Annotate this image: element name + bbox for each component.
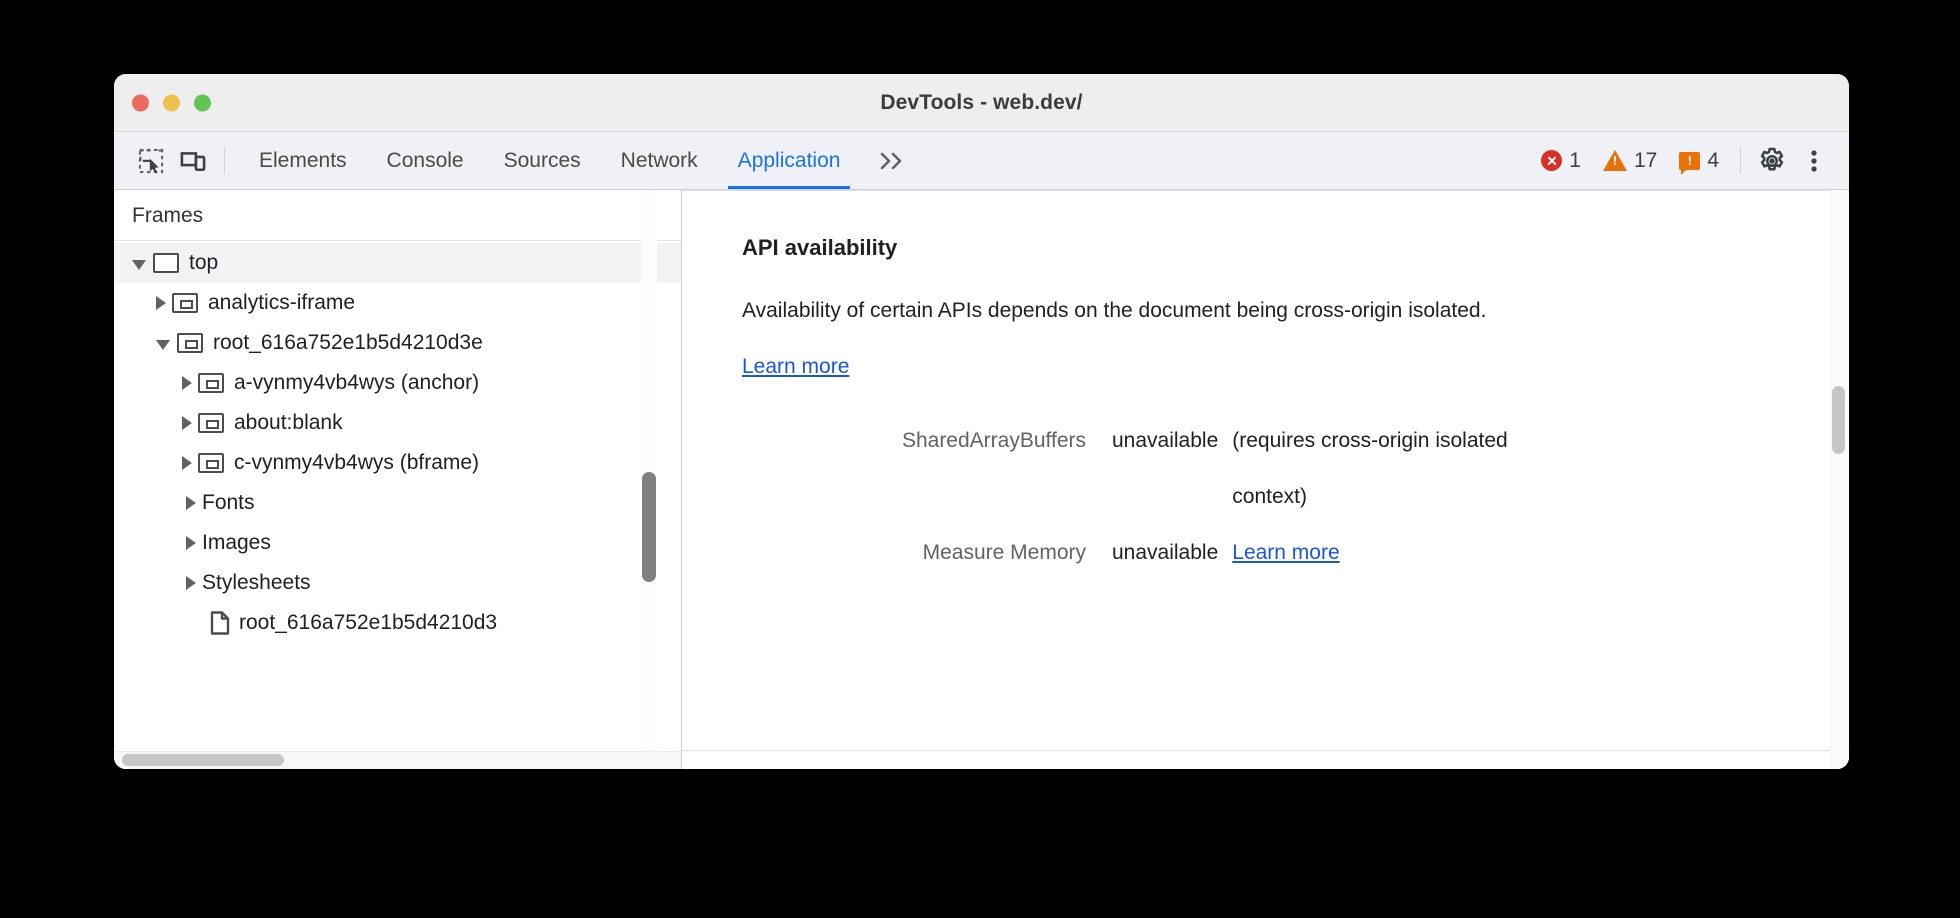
sidebar-vertical-scrollbar-thumb[interactable]: [642, 472, 656, 582]
tree-item-label: root_616a752e1b5d4210d3e: [213, 331, 483, 354]
error-count: 1: [1569, 148, 1581, 172]
warning-count: 17: [1633, 148, 1658, 172]
chevron-right-icon[interactable]: [182, 456, 192, 470]
toolbar-divider: [224, 147, 225, 174]
tree-item-bframe[interactable]: c-vynmy4vb4wys (bframe): [114, 443, 681, 483]
device-toolbar-icon[interactable]: [172, 140, 214, 182]
tab-elements[interactable]: Elements: [259, 148, 347, 172]
tab-sources[interactable]: Sources: [503, 148, 581, 172]
chevron-right-icon[interactable]: [156, 296, 166, 310]
chevron-right-icon[interactable]: [186, 576, 196, 590]
tree-item-root-document[interactable]: root_616a752e1b5d4210d3: [114, 603, 681, 643]
chevron-right-icon[interactable]: [182, 376, 192, 390]
tree-item-stylesheets[interactable]: Stylesheets: [114, 563, 681, 603]
panel-top-divider: [682, 190, 1849, 191]
tree-item-anchor-frame[interactable]: a-vynmy4vb4wys (anchor): [114, 363, 681, 403]
tree-item-about-blank[interactable]: about:blank: [114, 403, 681, 443]
section-description: Availability of certain APIs depends on …: [742, 283, 1532, 395]
row-label: SharedArrayBuffers: [901, 429, 1086, 452]
tree-item-label: Fonts: [202, 491, 255, 514]
chevron-down-icon[interactable]: [132, 259, 146, 270]
window-title: DevTools - web.dev/: [880, 90, 1083, 114]
row-note: (requires cross-origin isolated context): [1232, 429, 1508, 508]
devtools-body: Frames top analytics-iframe: [114, 190, 1849, 769]
description-tail: isolated.: [1408, 299, 1487, 322]
warning-counter[interactable]: 17: [1592, 149, 1668, 173]
row-shared-array-buffers: SharedArrayBuffers unavailable (requires…: [742, 413, 1849, 525]
error-counter[interactable]: 1: [1530, 149, 1592, 173]
frame-icon: [198, 413, 224, 433]
main-vertical-scrollbar-thumb[interactable]: [1832, 386, 1845, 454]
tree-item-label: a-vynmy4vb4wys (anchor): [234, 371, 480, 394]
sidebar-horizontal-scrollbar-thumb[interactable]: [122, 754, 284, 766]
tree-item-root-frame[interactable]: root_616a752e1b5d4210d3e: [114, 323, 681, 363]
error-icon: [1541, 150, 1563, 171]
panel-tabs: Elements Console Sources Network Applica…: [239, 132, 926, 189]
issue-count: 4: [1707, 148, 1719, 172]
zoom-window-button[interactable]: [194, 94, 211, 111]
frame-icon: [198, 453, 224, 473]
issue-icon: [1679, 151, 1701, 175]
main-vertical-scrollbar-track[interactable]: [1830, 190, 1848, 769]
cross-origin-learn-more-link[interactable]: Learn more: [742, 355, 850, 378]
frame-icon: [198, 373, 224, 393]
devtools-window: DevTools - web.dev/ Elements: [114, 74, 1849, 769]
more-tabs-icon[interactable]: [860, 132, 926, 189]
tree-item-fonts[interactable]: Fonts: [114, 483, 681, 523]
inspect-element-icon[interactable]: [130, 140, 172, 182]
api-rows: SharedArrayBuffers unavailable (requires…: [742, 413, 1849, 581]
row-measure-memory: Measure Memory unavailable Learn more: [742, 525, 1849, 581]
chevron-right-icon[interactable]: [182, 416, 192, 430]
section-title: API availability: [742, 235, 898, 260]
frame-icon: [172, 293, 198, 313]
devtools-toolbar: Elements Console Sources Network Applica…: [114, 132, 1849, 190]
row-value: unavailable: [1112, 541, 1219, 564]
tab-console[interactable]: Console: [386, 148, 464, 172]
issue-counter[interactable]: 4: [1668, 148, 1730, 175]
frames-sidebar: Frames top analytics-iframe: [114, 190, 682, 769]
minimize-window-button[interactable]: [163, 94, 180, 111]
tree-item-label: Images: [202, 531, 271, 554]
row-label: Measure Memory: [922, 541, 1086, 564]
warning-icon: [1602, 150, 1627, 171]
more-vertical-icon[interactable]: [1793, 140, 1835, 182]
tree-item-analytics-iframe[interactable]: analytics-iframe: [114, 283, 681, 323]
gear-icon[interactable]: [1751, 140, 1793, 182]
tree-item-top[interactable]: top: [114, 243, 681, 283]
chevron-right-icon[interactable]: [186, 536, 196, 550]
api-availability-section: API availability Availability of certain…: [682, 235, 1849, 581]
description-lead: Availability of certain APIs depends on …: [742, 299, 1403, 322]
tree-item-label: c-vynmy4vb4wys (bframe): [234, 451, 480, 474]
tree-item-label: analytics-iframe: [208, 291, 356, 314]
window-titlebar: DevTools - web.dev/: [114, 74, 1849, 132]
measure-memory-learn-more-link[interactable]: Learn more: [1232, 541, 1340, 564]
tab-application[interactable]: Application: [718, 132, 861, 189]
tree-item-label: Stylesheets: [202, 571, 311, 594]
toolbar-right-group: 1 17 4: [1530, 132, 1835, 189]
panel-bottom-divider: [682, 750, 1849, 751]
frame-icon: [177, 333, 203, 353]
tree-item-label: about:blank: [234, 411, 343, 434]
tree-item-images[interactable]: Images: [114, 523, 681, 563]
chevron-right-icon[interactable]: [186, 496, 196, 510]
close-window-button[interactable]: [132, 94, 149, 111]
tree-item-label: root_616a752e1b5d4210d3: [239, 611, 498, 634]
chevron-down-icon[interactable]: [156, 339, 170, 350]
toolbar-right-divider: [1740, 147, 1741, 174]
frame-icon: [153, 253, 179, 273]
frames-tree: top analytics-iframe root_616a752e1b5d42…: [114, 241, 681, 643]
row-value: unavailable: [1112, 429, 1219, 452]
tree-item-label: top: [189, 251, 219, 274]
sidebar-title: Frames: [114, 190, 681, 241]
traffic-lights: [132, 94, 211, 111]
document-icon: [210, 611, 230, 635]
application-main-panel: API availability Availability of certain…: [682, 190, 1849, 769]
tab-network[interactable]: Network: [620, 148, 698, 172]
